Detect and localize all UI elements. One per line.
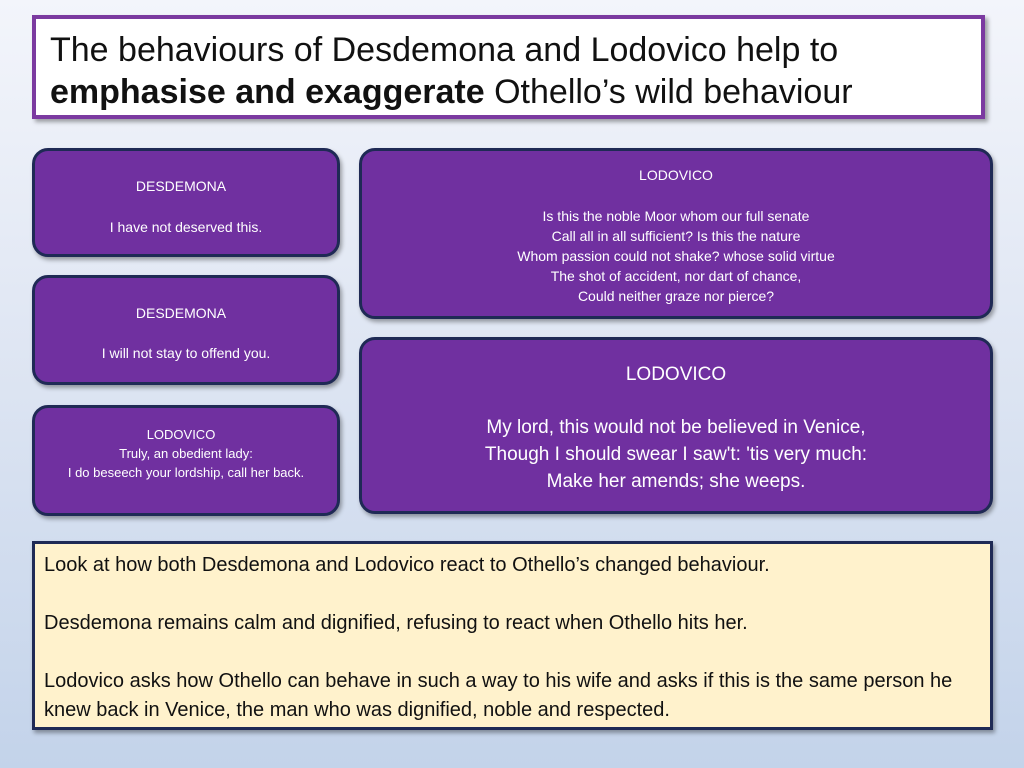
quote-card-desdemona-2: DESDEMONA I will not stay to offend you. (32, 275, 340, 385)
title-rest: Othello’s wild behaviour (484, 73, 853, 111)
speaker-label: LODOVICO (625, 364, 727, 385)
commentary-box: Look at how both Desdemona and Lodovico … (32, 541, 993, 730)
quote-card-lodovico-1: LODOVICO Truly, an obedient lady: I do b… (32, 405, 340, 516)
speaker-label: LODOVICO (146, 427, 216, 442)
quote-line: My lord, this would not be believed in V… (486, 417, 866, 438)
slide-title: The behaviours of Desdemona and Lodovico… (32, 15, 985, 119)
quote-line: Is this the noble Moor whom our full sen… (542, 208, 810, 224)
quote-line: Whom passion could not shake? whose soli… (517, 248, 835, 264)
quote-line: Truly, an obedient lady: (119, 446, 253, 461)
quote-card-lodovico-3: LODOVICO My lord, this would not be beli… (359, 337, 993, 514)
title-emphasis: emphasise and exaggerate (50, 73, 485, 111)
speaker-label: LODOVICO (639, 167, 713, 183)
speaker-label: DESDEMONA (135, 178, 227, 194)
quote-line: I have not deserved this. (109, 219, 263, 235)
quote-line: Could neither graze nor pierce? (577, 288, 775, 304)
speaker-label: DESDEMONA (135, 305, 227, 321)
quote-line: I will not stay to offend you. (101, 345, 271, 361)
quote-card-desdemona-1: DESDEMONA I have not deserved this. (32, 148, 340, 257)
title-line-2: emphasise and exaggerate Othello’s wild … (50, 71, 981, 113)
commentary-paragraph: Look at how both Desdemona and Lodovico … (44, 554, 770, 576)
title-line-1: The behaviours of Desdemona and Lodovico… (50, 31, 839, 69)
commentary-paragraph: Desdemona remains calm and dignified, re… (44, 612, 748, 634)
quote-line: Call all in all sufficient? Is this the … (551, 228, 801, 244)
quote-line: Though I should swear I saw't: 'tis very… (484, 444, 868, 465)
quote-line: Make her amends; she weeps. (546, 471, 806, 492)
quote-line: I do beseech your lordship, call her bac… (67, 465, 305, 480)
commentary-paragraph: Lodovico asks how Othello can behave in … (44, 670, 953, 721)
quote-line: The shot of accident, nor dart of chance… (550, 268, 802, 284)
quote-card-lodovico-2: LODOVICO Is this the noble Moor whom our… (359, 148, 993, 319)
